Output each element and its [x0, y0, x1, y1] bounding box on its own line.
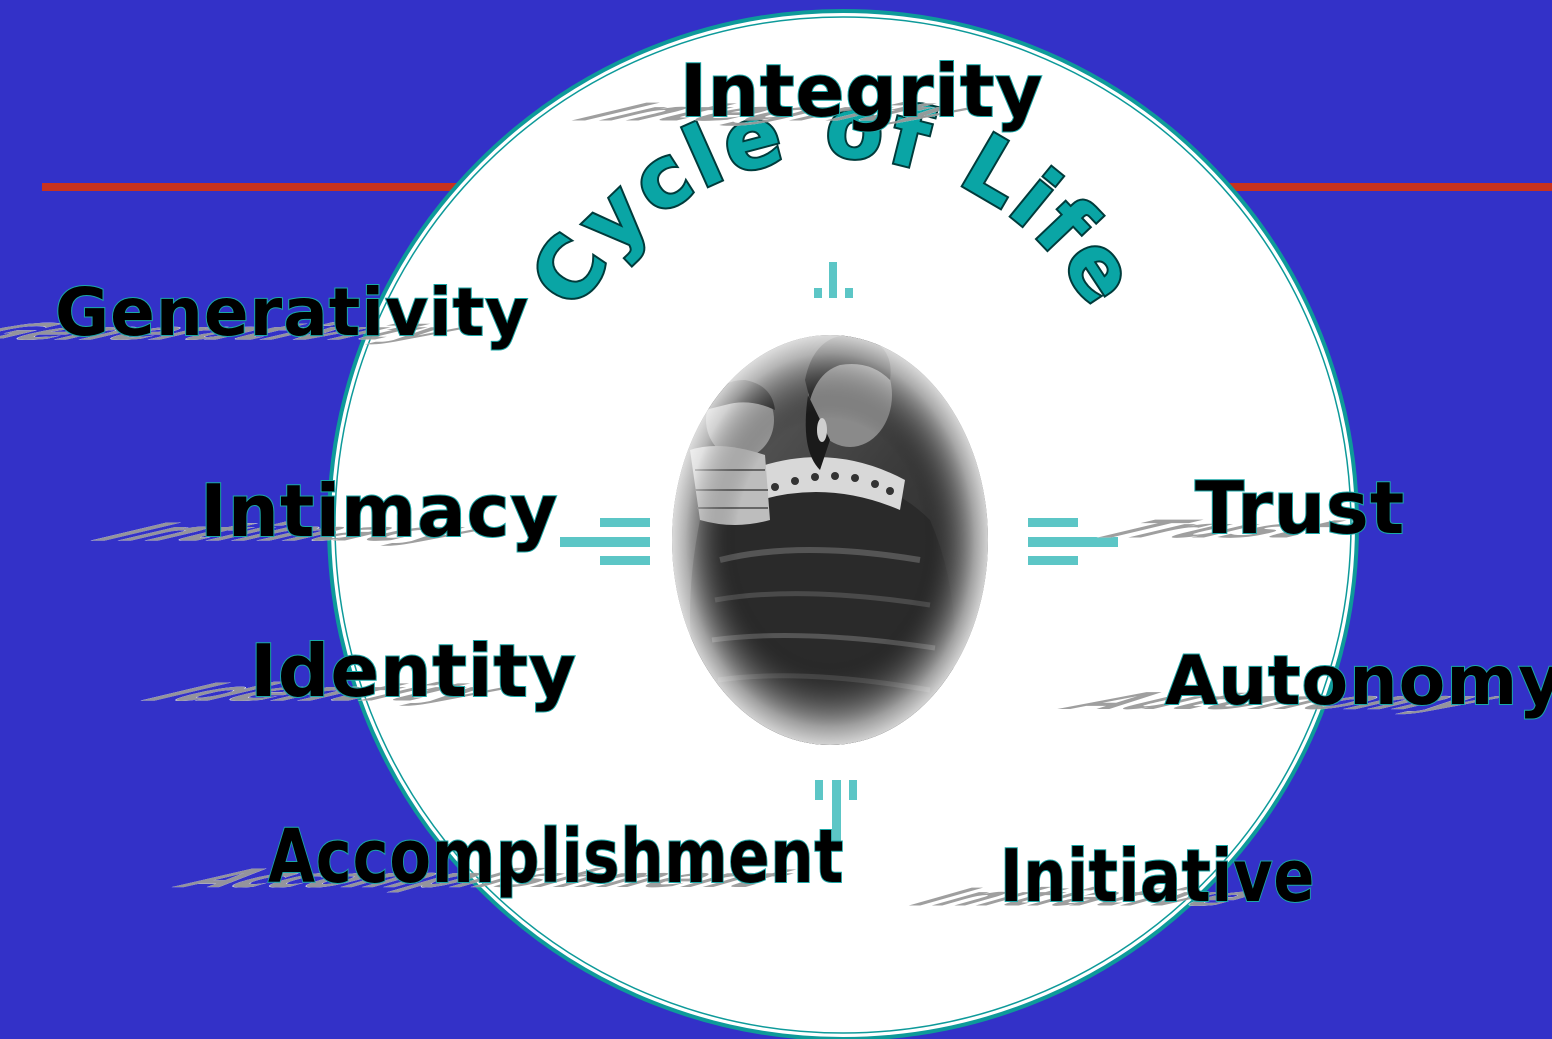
left-accent-mark	[560, 518, 650, 565]
stage-autonomy: Autonomy Autonomy	[1032, 642, 1552, 721]
stage-intimacy: Intimacy Intimacy	[60, 469, 559, 553]
mother-child-photo	[672, 335, 988, 745]
top-accent-mark	[814, 262, 853, 298]
stage-initiative: Initiative Initiative	[882, 834, 1316, 918]
stage-trust: Trust Trust	[1055, 466, 1406, 550]
right-accent-mark	[1028, 518, 1118, 565]
bottom-accent-mark	[815, 780, 857, 844]
stage-integrity: Integrity Integrity	[540, 49, 1044, 133]
stage-generativity: Generativity Generativity	[0, 274, 530, 351]
stage-identity: Identity Identity	[110, 629, 577, 713]
cycle-circle-inner-ring	[334, 16, 1352, 1034]
stage-accomplishment: Accomplishment Accomplishment	[151, 814, 845, 900]
